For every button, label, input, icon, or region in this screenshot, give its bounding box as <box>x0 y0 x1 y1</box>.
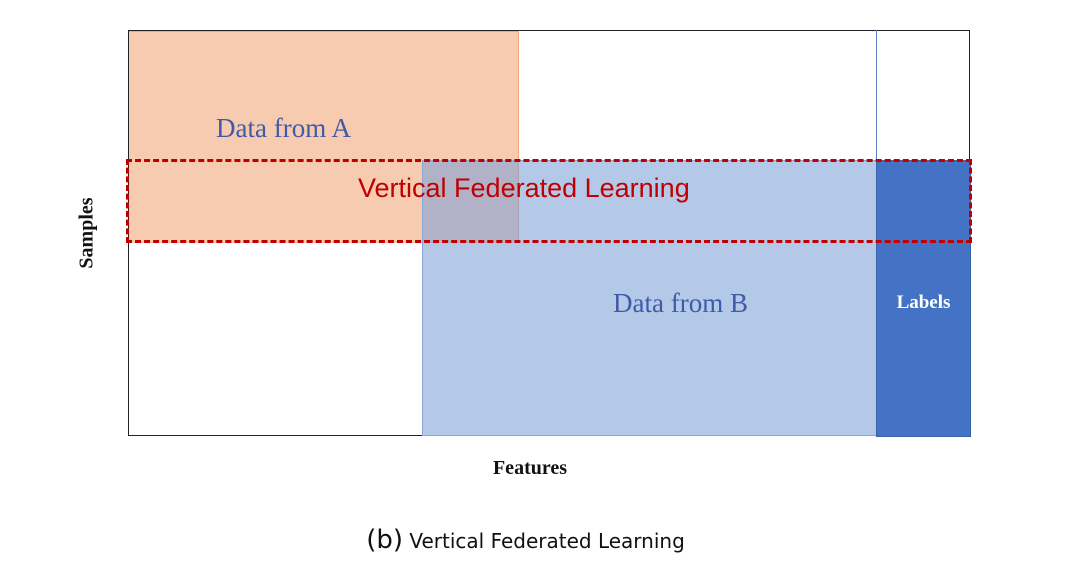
vertical-federated-learning-overlap-box <box>126 159 972 243</box>
figure-caption: (b) Vertical Federated Learning <box>0 525 1051 555</box>
labels-block <box>876 160 971 437</box>
y-axis-label: Samples <box>75 197 98 269</box>
caption-text: Vertical Federated Learning <box>409 529 685 553</box>
data-from-a-label: Data from A <box>216 113 351 143</box>
caption-tag: (b) <box>366 525 403 555</box>
labels-block-label: Labels <box>896 292 951 313</box>
data-from-b-label: Data from B <box>613 288 748 318</box>
labels-column-divider <box>876 30 877 160</box>
overlap-label: Vertical Federated Learning <box>358 173 690 203</box>
x-axis-label: Features <box>492 457 568 479</box>
